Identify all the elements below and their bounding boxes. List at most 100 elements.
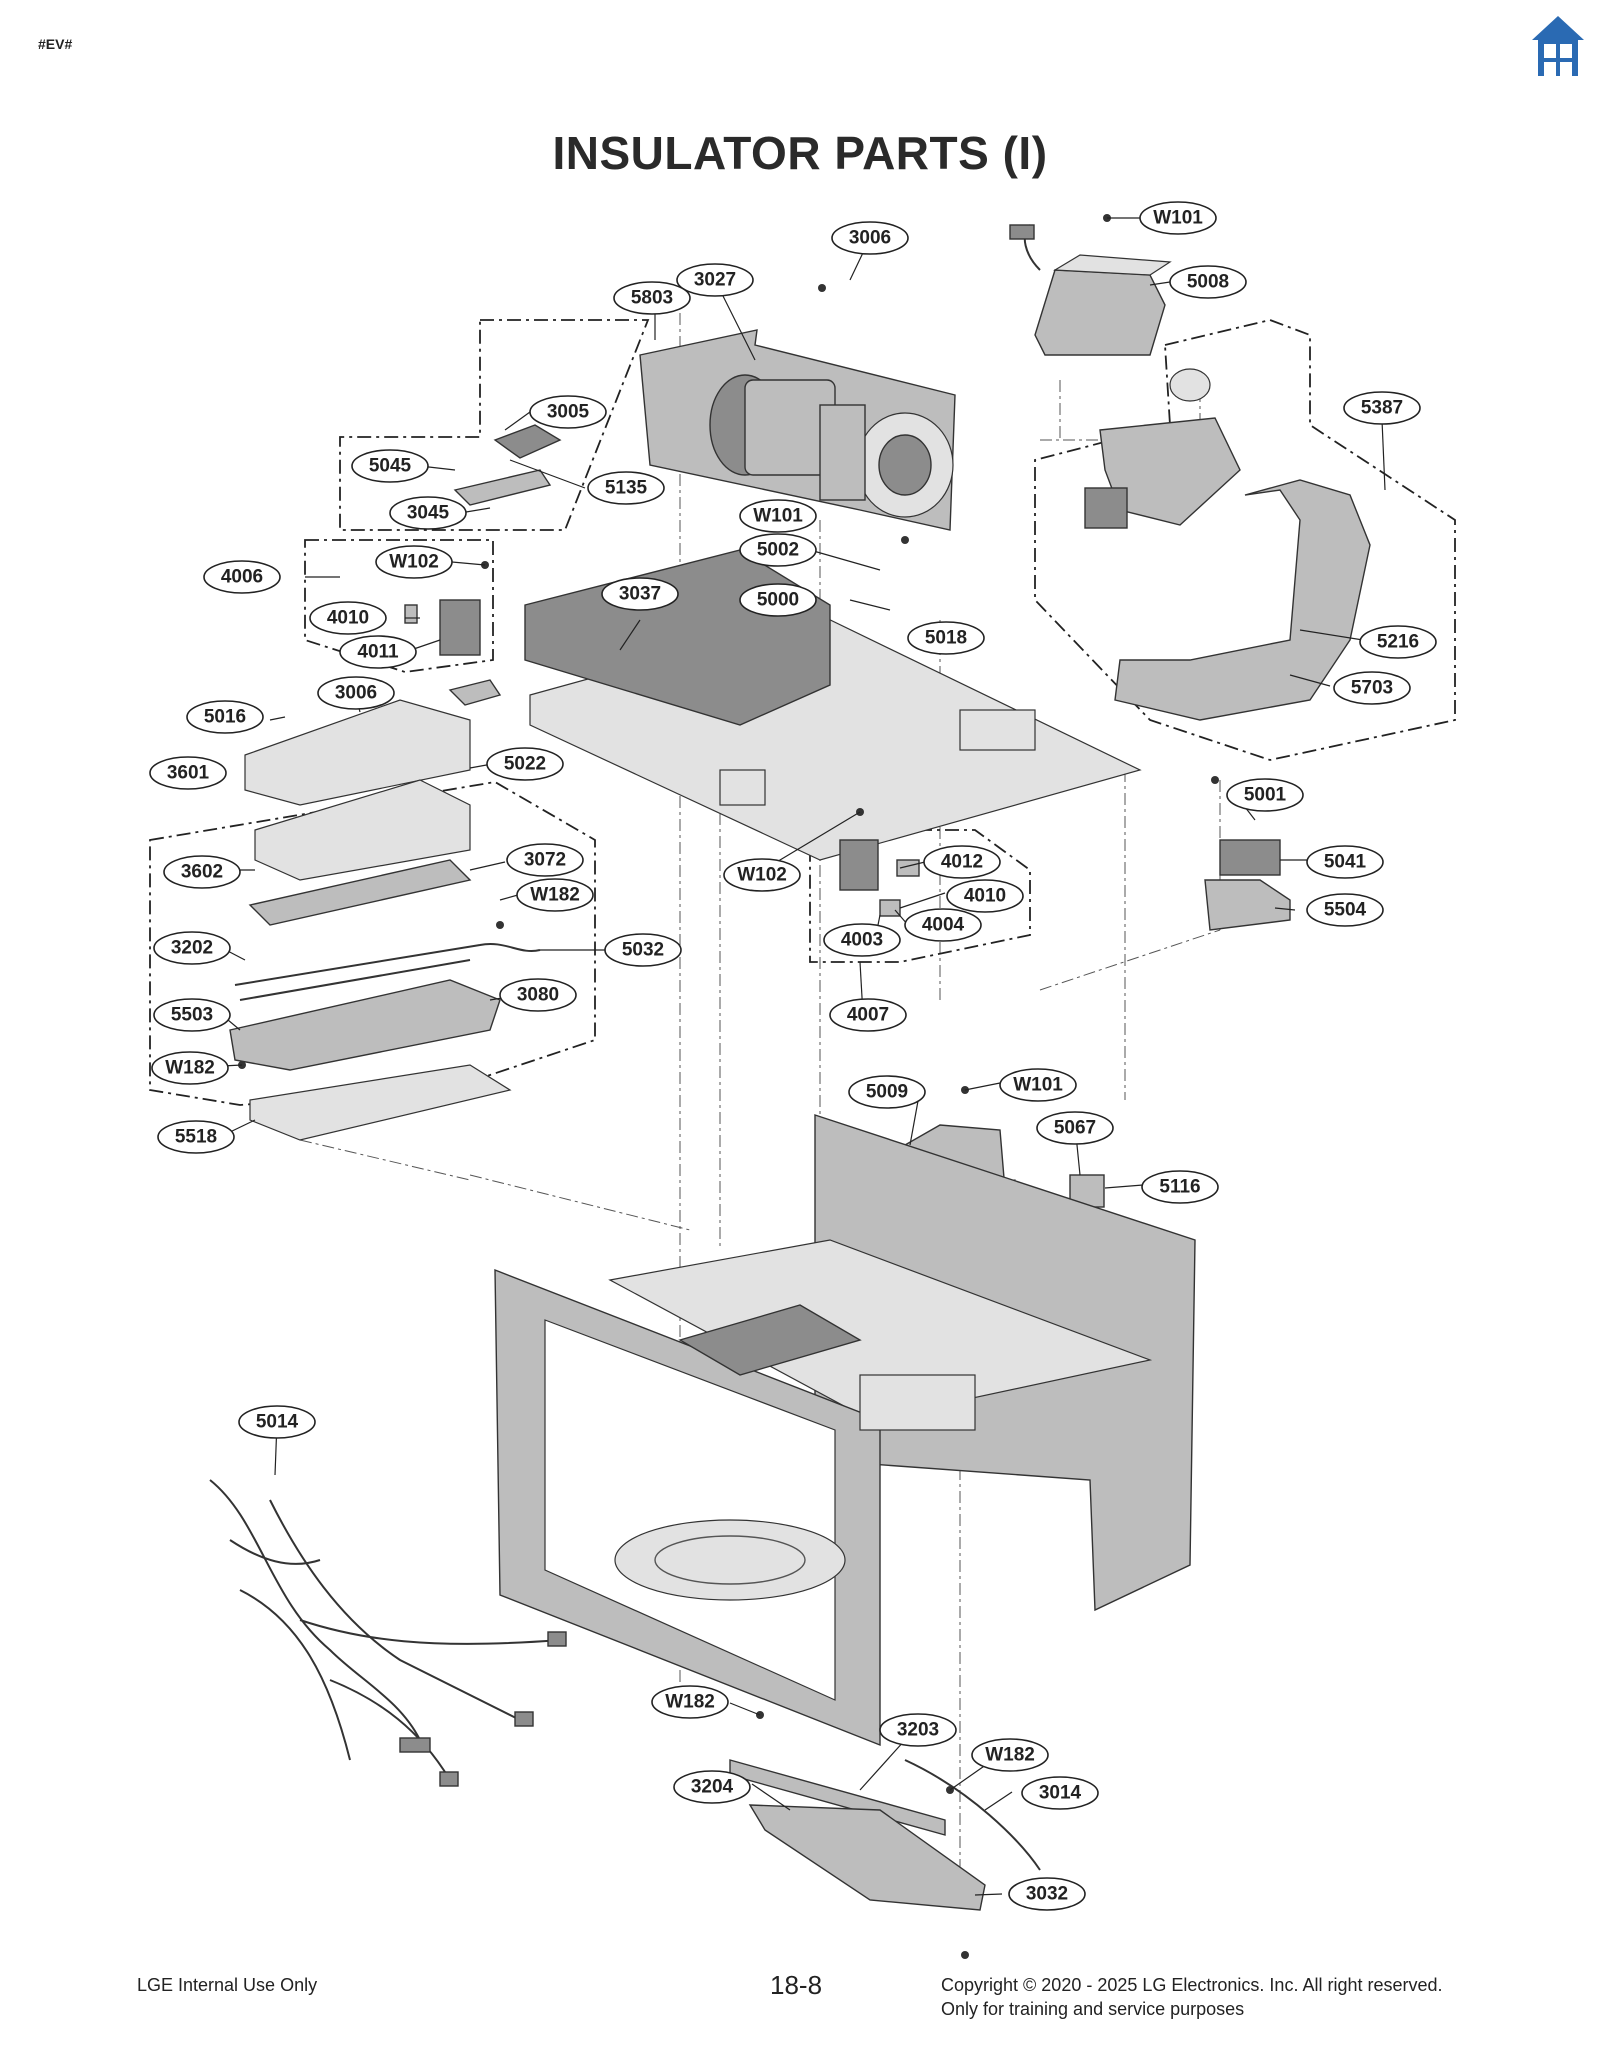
svg-text:3045: 3045 [407, 503, 450, 524]
svg-text:5014: 5014 [256, 1412, 299, 1433]
svg-text:W101: W101 [1013, 1075, 1063, 1096]
svg-text:3032: 3032 [1026, 1884, 1068, 1905]
part-label: 5018 [907, 621, 985, 655]
transformer [1009, 224, 1172, 356]
training-note: Only for training and service purposes [941, 1999, 1245, 2019]
svg-text:5022: 5022 [504, 754, 546, 775]
part-label: 5022 [486, 747, 564, 781]
svg-text:3006: 3006 [335, 683, 377, 704]
part-label: 5504 [1306, 893, 1384, 927]
part-label: W182 [651, 1685, 729, 1719]
svg-text:W182: W182 [165, 1058, 215, 1079]
svg-text:4003: 4003 [841, 930, 883, 951]
svg-text:W101: W101 [1153, 208, 1203, 229]
part-label: 3080 [499, 978, 577, 1012]
copyright-text: Copyright © 2020 - 2025 LG Electronics. … [941, 1975, 1443, 1995]
svg-text:3601: 3601 [167, 763, 210, 784]
part-label: 4010 [309, 601, 387, 635]
part-label: 3072 [506, 843, 584, 877]
svg-text:5518: 5518 [175, 1127, 217, 1148]
svg-text:5016: 5016 [204, 707, 246, 728]
part-label: 5518 [157, 1120, 235, 1154]
part-label: 5703 [1333, 671, 1411, 705]
switch-parts [404, 424, 1291, 931]
svg-text:W102: W102 [737, 865, 787, 886]
part-label: 4012 [923, 845, 1001, 879]
footer-internal-use: LGE Internal Use Only [137, 1975, 318, 1995]
svg-text:3037: 3037 [619, 584, 661, 605]
part-label: 5387 [1343, 391, 1421, 425]
part-label: 3006 [831, 221, 909, 255]
part-label: 5045 [351, 449, 429, 483]
part-label: 4011 [339, 635, 417, 669]
part-label: 5009 [848, 1075, 926, 1109]
svg-text:5387: 5387 [1361, 398, 1403, 419]
part-label: 4003 [823, 923, 901, 957]
svg-text:W102: W102 [389, 552, 439, 573]
part-label: 5067 [1036, 1111, 1114, 1145]
part-labels: W101 3006 5008 3027 5803 3005 5387 5045 … [149, 201, 1437, 1911]
svg-text:5041: 5041 [1324, 852, 1367, 873]
part-label: W101 [999, 1068, 1077, 1102]
part-label: 3045 [389, 496, 467, 530]
part-label: 3014 [1021, 1776, 1099, 1810]
part-label: 5503 [153, 998, 231, 1032]
part-label: W101 [1139, 201, 1217, 235]
part-label: W102 [375, 545, 453, 579]
oven-cavity [494, 1114, 1196, 1747]
svg-text:3080: 3080 [517, 985, 559, 1006]
svg-text:4004: 4004 [922, 915, 965, 936]
part-label: 5001 [1226, 778, 1304, 812]
group-outlines [149, 319, 1456, 1106]
part-label: 4007 [829, 998, 907, 1032]
page-number: 18-8 [770, 1970, 823, 2000]
home-button[interactable] [1530, 14, 1586, 78]
svg-text:5008: 5008 [1187, 272, 1229, 293]
part-label: 5016 [186, 700, 264, 734]
part-label: 5116 [1141, 1170, 1219, 1204]
svg-text:4010: 4010 [327, 608, 369, 629]
footer-copyright: Copyright © 2020 - 2025 LG Electronics. … [941, 1973, 1443, 2021]
document-tag: #EV# [38, 36, 73, 52]
part-label: 5008 [1169, 265, 1247, 299]
svg-text:W182: W182 [530, 885, 580, 906]
svg-text:5032: 5032 [622, 940, 664, 961]
svg-text:W182: W182 [665, 1692, 715, 1713]
bottom-heater [729, 1759, 1041, 1911]
svg-text:5018: 5018 [925, 628, 967, 649]
svg-text:3006: 3006 [849, 228, 891, 249]
svg-text:5504: 5504 [1324, 900, 1367, 921]
svg-text:5045: 5045 [369, 456, 412, 477]
svg-text:4011: 4011 [357, 642, 399, 663]
part-label: 3027 [676, 263, 754, 297]
svg-text:3202: 3202 [171, 938, 213, 959]
svg-text:3204: 3204 [691, 1777, 734, 1798]
svg-text:3072: 3072 [524, 850, 566, 871]
part-label: 4010 [946, 879, 1024, 913]
part-label: W182 [151, 1051, 229, 1085]
svg-text:5135: 5135 [605, 478, 648, 499]
part-label: 3202 [153, 931, 231, 965]
part-label: 4006 [203, 560, 281, 594]
part-label: W102 [723, 858, 801, 892]
part-label: 4004 [904, 908, 982, 942]
svg-text:4006: 4006 [221, 567, 263, 588]
part-label: 3037 [601, 577, 679, 611]
svg-text:5002: 5002 [757, 540, 799, 561]
wire-harness [209, 1479, 567, 1787]
svg-text:W182: W182 [985, 1745, 1035, 1766]
svg-text:5067: 5067 [1054, 1118, 1096, 1139]
part-label: 5002 [739, 533, 817, 567]
part-label: 3005 [529, 395, 607, 429]
air-duct [1084, 368, 1371, 721]
part-label: 3204 [673, 1770, 751, 1804]
page-title: INSULATOR PARTS (I) [552, 127, 1048, 179]
part-label: 3006 [317, 676, 395, 710]
svg-text:4012: 4012 [941, 852, 983, 873]
part-label: W182 [516, 878, 594, 912]
svg-text:3005: 3005 [547, 402, 590, 423]
part-label: W182 [971, 1738, 1049, 1772]
part-label: W101 [739, 499, 817, 533]
part-label: 5000 [739, 583, 817, 617]
